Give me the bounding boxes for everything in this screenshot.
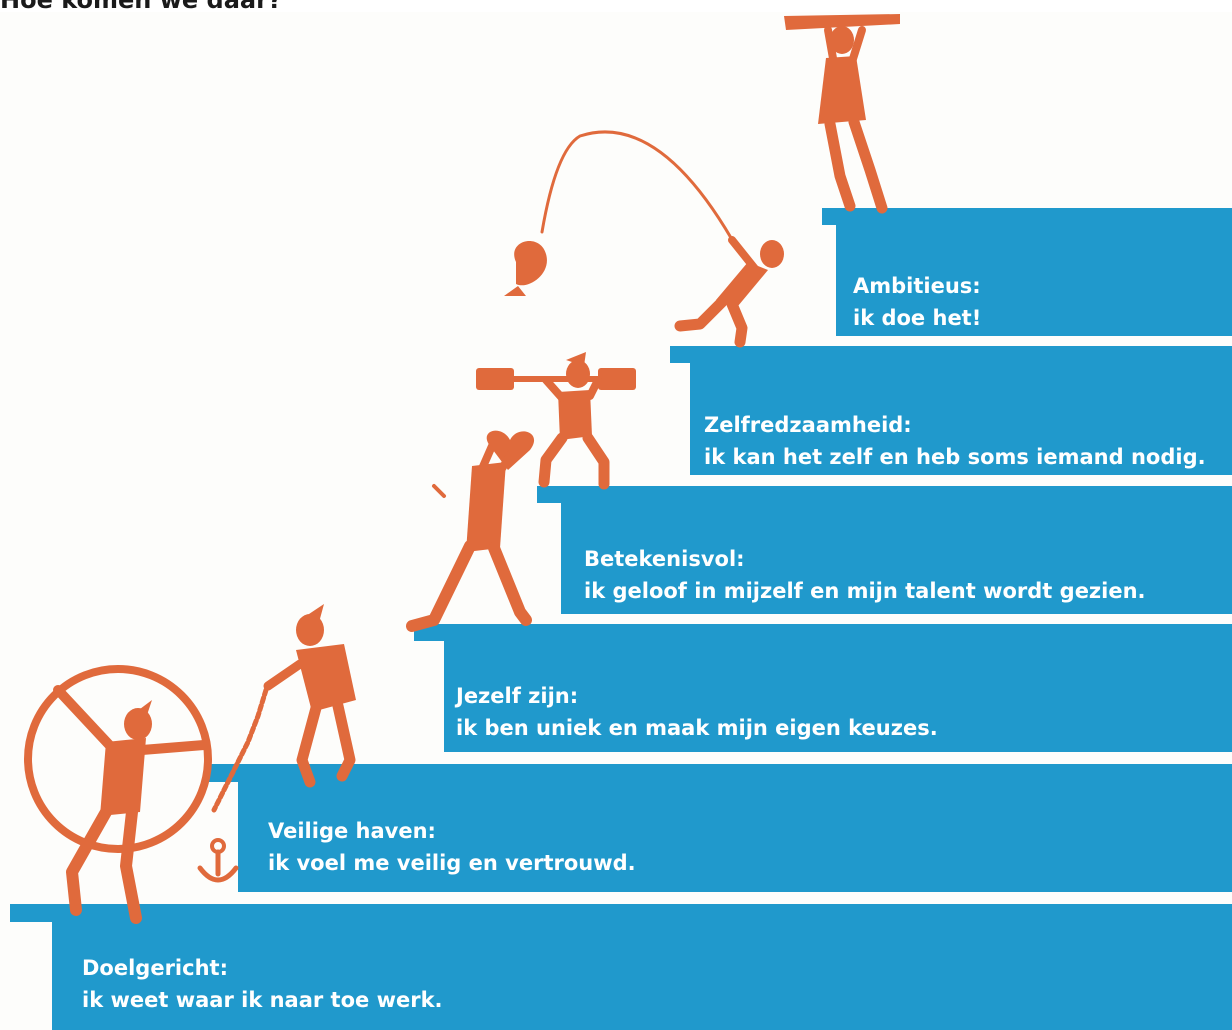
step-description: ik doe het! — [853, 306, 982, 330]
step-label: Betekenisvol: ik geloof in mijzelf en mi… — [584, 543, 1146, 607]
figure-lifting-weights-icon — [476, 352, 636, 490]
figure-fishing-icon — [504, 130, 784, 348]
figure-in-ring-icon — [24, 665, 212, 924]
step-description: ik weet waar ik naar toe werk. — [82, 988, 443, 1012]
step-heading: Betekenisvol: — [584, 547, 745, 571]
step-label: Jezelf zijn: ik ben uniek en maak mijn e… — [456, 680, 938, 744]
step-heading: Veilige haven: — [268, 819, 436, 843]
figure-with-telescope-icon — [784, 14, 900, 214]
step-label: Doelgericht: ik weet waar ik naar toe we… — [82, 952, 443, 1016]
step-heading: Ambitieus: — [853, 274, 981, 298]
page-title: Hoe komen we daar? — [0, 0, 282, 14]
step-riser — [561, 486, 1232, 614]
figure-pulling-anchor-chain-icon — [197, 604, 356, 883]
step-label: Ambitieus: ik doe het! — [853, 270, 981, 334]
step-description: ik geloof in mijzelf en mijn talent word… — [584, 579, 1146, 603]
step-description: ik kan het zelf en heb soms iemand nodig… — [704, 445, 1206, 469]
step-riser — [690, 346, 1232, 475]
step-riser — [52, 904, 1232, 1030]
figure-with-heart-icon — [406, 430, 535, 632]
step-label: Veilige haven: ik voel me veilig en vert… — [268, 815, 636, 879]
step-description: ik voel me veilig en vertrouwd. — [268, 851, 636, 875]
step-heading: Doelgericht: — [82, 956, 228, 980]
step-riser — [238, 764, 1232, 892]
step-heading: Zelfredzaamheid: — [704, 413, 912, 437]
step-heading: Jezelf zijn: — [456, 684, 579, 708]
step-riser — [444, 624, 1232, 752]
step-description: ik ben uniek en maak mijn eigen keuzes. — [456, 716, 938, 740]
step-riser — [836, 208, 1232, 336]
step-label: Zelfredzaamheid: ik kan het zelf en heb … — [704, 409, 1206, 473]
